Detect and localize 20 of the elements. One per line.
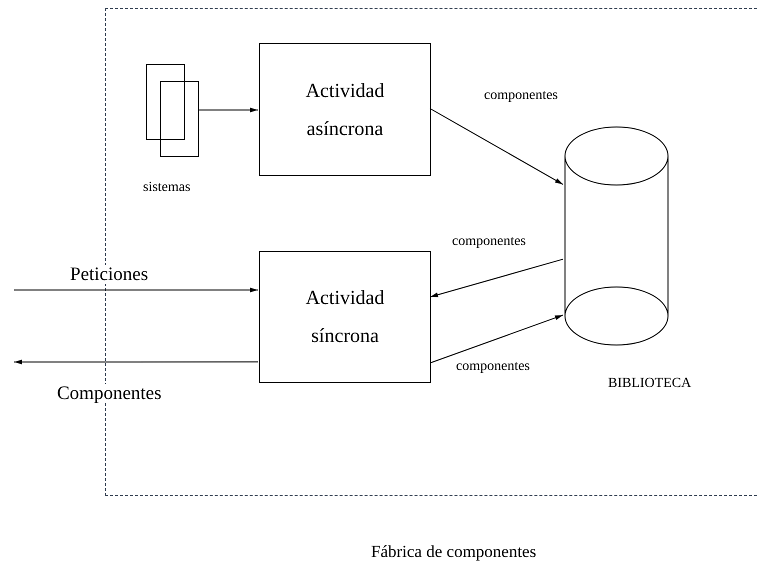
arrow — [430, 108, 564, 185]
process-box — [259, 251, 431, 383]
box-text: Actividad síncrona — [304, 286, 386, 349]
node-caption: sistemas — [143, 179, 190, 197]
box-text: Actividad asíncrona — [304, 78, 386, 142]
edge-label: Peticiones — [70, 265, 148, 284]
arrow — [430, 258, 564, 298]
database-cylinder — [564, 126, 669, 346]
arrow — [14, 288, 258, 292]
frame-caption: Fábrica de componentes — [371, 541, 536, 561]
arrow — [14, 360, 258, 364]
arrow — [198, 108, 258, 112]
edge-label: Componentes — [57, 384, 162, 403]
edge-label: componentes — [484, 89, 558, 103]
node-caption: BIBLIOTECA — [608, 375, 692, 393]
edge-label: componentes — [452, 235, 526, 249]
process-box — [259, 43, 431, 176]
stacked-documents-icon — [146, 64, 199, 157]
edge-label: componentes — [456, 360, 530, 374]
arrow — [430, 314, 564, 364]
